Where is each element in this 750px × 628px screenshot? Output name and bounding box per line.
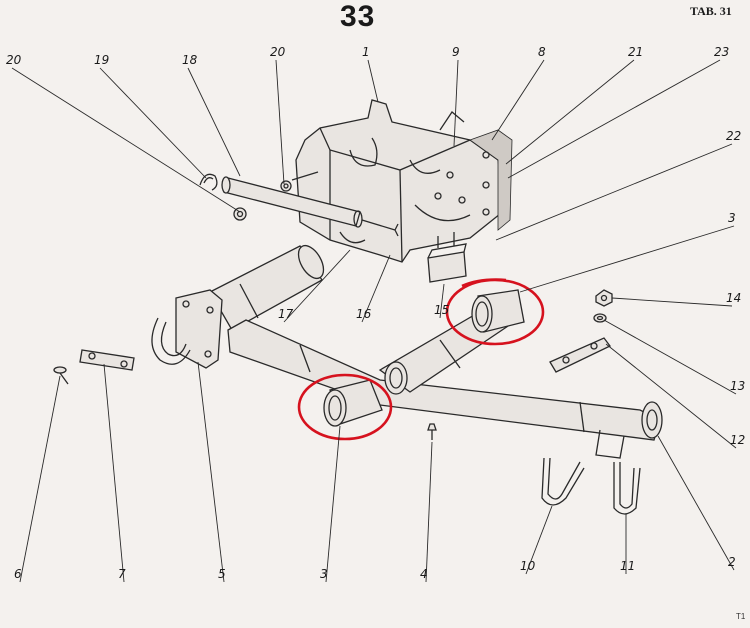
sleeve-inner-joint	[384, 361, 408, 395]
callout-label-c2: 2	[728, 555, 736, 569]
callout-label-c21: 21	[628, 45, 643, 59]
u-bolt-part-10	[541, 457, 585, 506]
main-frame-part-2	[227, 299, 663, 459]
callout-label-c23: 23	[714, 45, 729, 59]
callout-label-c6: 6	[14, 567, 22, 581]
callout-label-c17: 17	[278, 307, 294, 321]
callout-label-c22: 22	[726, 129, 741, 143]
sleeve-part-3-upper	[471, 289, 525, 333]
callout-label-c16: 16	[356, 307, 372, 321]
highlight-sleeve-lower	[297, 373, 393, 441]
callout-label-c10: 10	[520, 559, 536, 573]
pin-part-4	[427, 423, 437, 440]
callout-label-c19: 19	[94, 53, 109, 67]
clip-part-19	[199, 173, 218, 191]
leader-line-c22	[495, 143, 733, 241]
leader-line-c6	[19, 375, 61, 583]
bolt-part-6	[53, 366, 69, 385]
leader-line-c2	[657, 435, 735, 571]
callout-label-c12: 12	[730, 433, 745, 447]
leader-line-c14	[611, 297, 733, 307]
callout-label-c3a: 3	[728, 211, 736, 225]
shaft-part-18	[221, 176, 399, 237]
leader-line-c12	[605, 343, 737, 449]
strap-part-12	[549, 337, 611, 373]
leader-line-c16	[361, 254, 391, 323]
callout-label-c4: 4	[420, 567, 428, 581]
callout-label-c3b: 3	[320, 567, 328, 581]
leader-line-c17	[283, 249, 351, 323]
tab-label: TAB. 31	[690, 4, 732, 18]
callout-label-c13: 13	[730, 379, 745, 393]
leader-line-c18	[187, 67, 241, 177]
page-number: 33	[340, 0, 376, 33]
sleeve-part-3-lower	[323, 379, 383, 427]
tow-hook-part-5	[151, 244, 325, 369]
u-bolt-part-11	[613, 462, 641, 515]
leader-line-c15	[439, 283, 445, 319]
leader-line-c3b	[325, 425, 341, 583]
leader-line-c21	[505, 59, 635, 165]
leader-line-c13	[603, 319, 737, 395]
callout-label-c7: 7	[118, 567, 126, 581]
leader-line-c23	[507, 59, 721, 179]
callout-label-c5: 5	[218, 567, 226, 581]
leader-line-c19	[99, 67, 207, 179]
leader-line-c5	[197, 361, 225, 583]
leader-line-c10	[525, 505, 553, 575]
leader-line-c9	[453, 59, 459, 147]
leader-line-c7	[103, 363, 125, 583]
leader-line-c8	[491, 59, 545, 141]
plate-part-7	[79, 349, 135, 371]
callout-label-c1: 1	[362, 45, 370, 59]
callout-label-c20b: 20	[270, 45, 286, 59]
leader-line-c1	[367, 59, 379, 103]
callout-label-c8: 8	[538, 45, 546, 59]
leader-line-c3a	[519, 225, 735, 293]
callout-label-c9: 9	[452, 45, 460, 59]
corner-mark: T1	[736, 612, 746, 621]
leader-line-c20b	[275, 59, 285, 185]
leader-line-c4	[425, 441, 433, 583]
callout-label-c20a: 20	[6, 53, 22, 67]
washer-part-13	[593, 313, 607, 323]
callout-label-c11: 11	[620, 559, 635, 573]
connector-part-15	[427, 232, 467, 283]
highlight-marks	[297, 278, 545, 441]
callout-label-c14: 14	[726, 291, 741, 305]
bracket-assembly	[295, 99, 513, 263]
callout-label-c15: 15	[434, 303, 449, 317]
nut-part-14	[595, 289, 613, 307]
leader-line-c20a	[11, 67, 241, 213]
callout-label-c18: 18	[182, 53, 198, 67]
